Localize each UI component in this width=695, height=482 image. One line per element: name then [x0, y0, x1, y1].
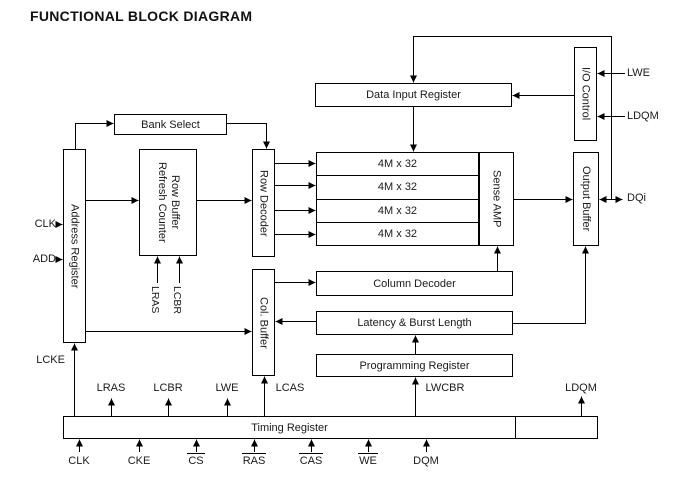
row-decoder-block: Row Decoder — [252, 149, 275, 257]
bank-select-block: Bank Select — [114, 114, 227, 135]
bank3-label: 4M x 32 — [377, 227, 418, 240]
col-buffer-label: Col. Buffer — [257, 296, 270, 349]
refresh-counter-label: Refresh Counter — [156, 162, 168, 243]
memory-bank-row: 4M x 32 — [317, 175, 478, 198]
output-buffer-block: Output Buffer — [573, 152, 599, 246]
pin-we-bar: WE — [358, 453, 378, 467]
lras-label: LRAS — [96, 382, 126, 394]
bank2-label: 4M x 32 — [377, 204, 418, 217]
output-buffer-label: Output Buffer — [580, 166, 592, 232]
sense-amp-label: Sense AMP — [490, 170, 503, 228]
pin-ras-bar: RAS — [241, 453, 267, 467]
programming-register-block: Programming Register — [316, 354, 513, 377]
pin-cs-bar: CS — [187, 453, 205, 467]
row-decoder-label: Row Decoder — [257, 169, 270, 237]
wire-dq-feedback-to-data-input — [410, 36, 612, 200]
timing-register-block: Timing Register — [63, 416, 598, 439]
address-register-label: Address Register — [68, 203, 81, 289]
pin-dqm: DQM — [413, 455, 439, 467]
sense-amp-block: Sense AMP — [479, 152, 514, 246]
lwcbr-label: LWCBR — [425, 382, 465, 394]
lwe-io-label: LWE — [627, 67, 651, 79]
timing-register-label: Timing Register — [251, 421, 328, 434]
data-input-register-block: Data Input Register — [315, 83, 512, 107]
memory-bank-row: 4M x 32 — [317, 198, 478, 222]
memory-array-block: 4M x 32 4M x 32 4M x 32 4M x 32 — [316, 152, 479, 246]
data-input-register-label: Data Input Register — [366, 89, 461, 101]
lcbr-label: LCBR — [153, 382, 183, 394]
pin-cas-bar: CAS — [298, 453, 324, 467]
bank-select-label: Bank Select — [141, 118, 200, 131]
column-decoder-label: Column Decoder — [373, 277, 456, 290]
bank1-label: 4M x 32 — [377, 181, 418, 194]
lcas-label: LCAS — [275, 382, 305, 394]
row-buffer-refresh-counter-block: Row Buffer Refresh Counter — [139, 149, 197, 256]
address-register-block: Address Register — [63, 149, 86, 343]
latency-burst-length-label: Latency & Burst Length — [357, 317, 472, 329]
row-buffer-label: Row Buffer — [169, 175, 181, 230]
column-decoder-block: Column Decoder — [316, 271, 513, 296]
pin-clk: CLK — [68, 455, 90, 467]
lcke-label: LCKE — [36, 354, 65, 366]
bank0-label: 4M x 32 — [377, 158, 418, 171]
wire-bank-select-to-row-decoder — [227, 123, 270, 149]
wire-latency-to-output-buffer — [513, 246, 589, 324]
pin-cke: CKE — [127, 455, 151, 467]
memory-bank-row: 4M x 32 — [317, 153, 478, 175]
io-control-block: I/O Control — [574, 47, 597, 141]
lras-refresh-label: LRAS — [149, 286, 161, 314]
col-buffer-block: Col. Buffer — [252, 269, 275, 376]
timing-register-divider — [515, 417, 516, 438]
io-control-label: I/O Control — [579, 67, 592, 121]
programming-register-label: Programming Register — [359, 359, 470, 372]
wire-addr-to-bank-select — [75, 120, 114, 149]
lcbr-refresh-label: LCBR — [171, 286, 183, 315]
dqi-label: DQi — [627, 192, 646, 204]
memory-bank-row: 4M x 32 — [317, 221, 478, 245]
page-title: FUNCTIONAL BLOCK DIAGRAM — [30, 8, 253, 24]
latency-burst-length-block: Latency & Burst Length — [316, 311, 513, 335]
ldqm-io-label: LDQM — [627, 110, 659, 122]
clk-input-label: CLK — [34, 218, 56, 230]
lwe-label: LWE — [215, 382, 239, 394]
add-input-label: ADD — [32, 253, 56, 265]
ldqm-label: LDQM — [565, 382, 597, 394]
